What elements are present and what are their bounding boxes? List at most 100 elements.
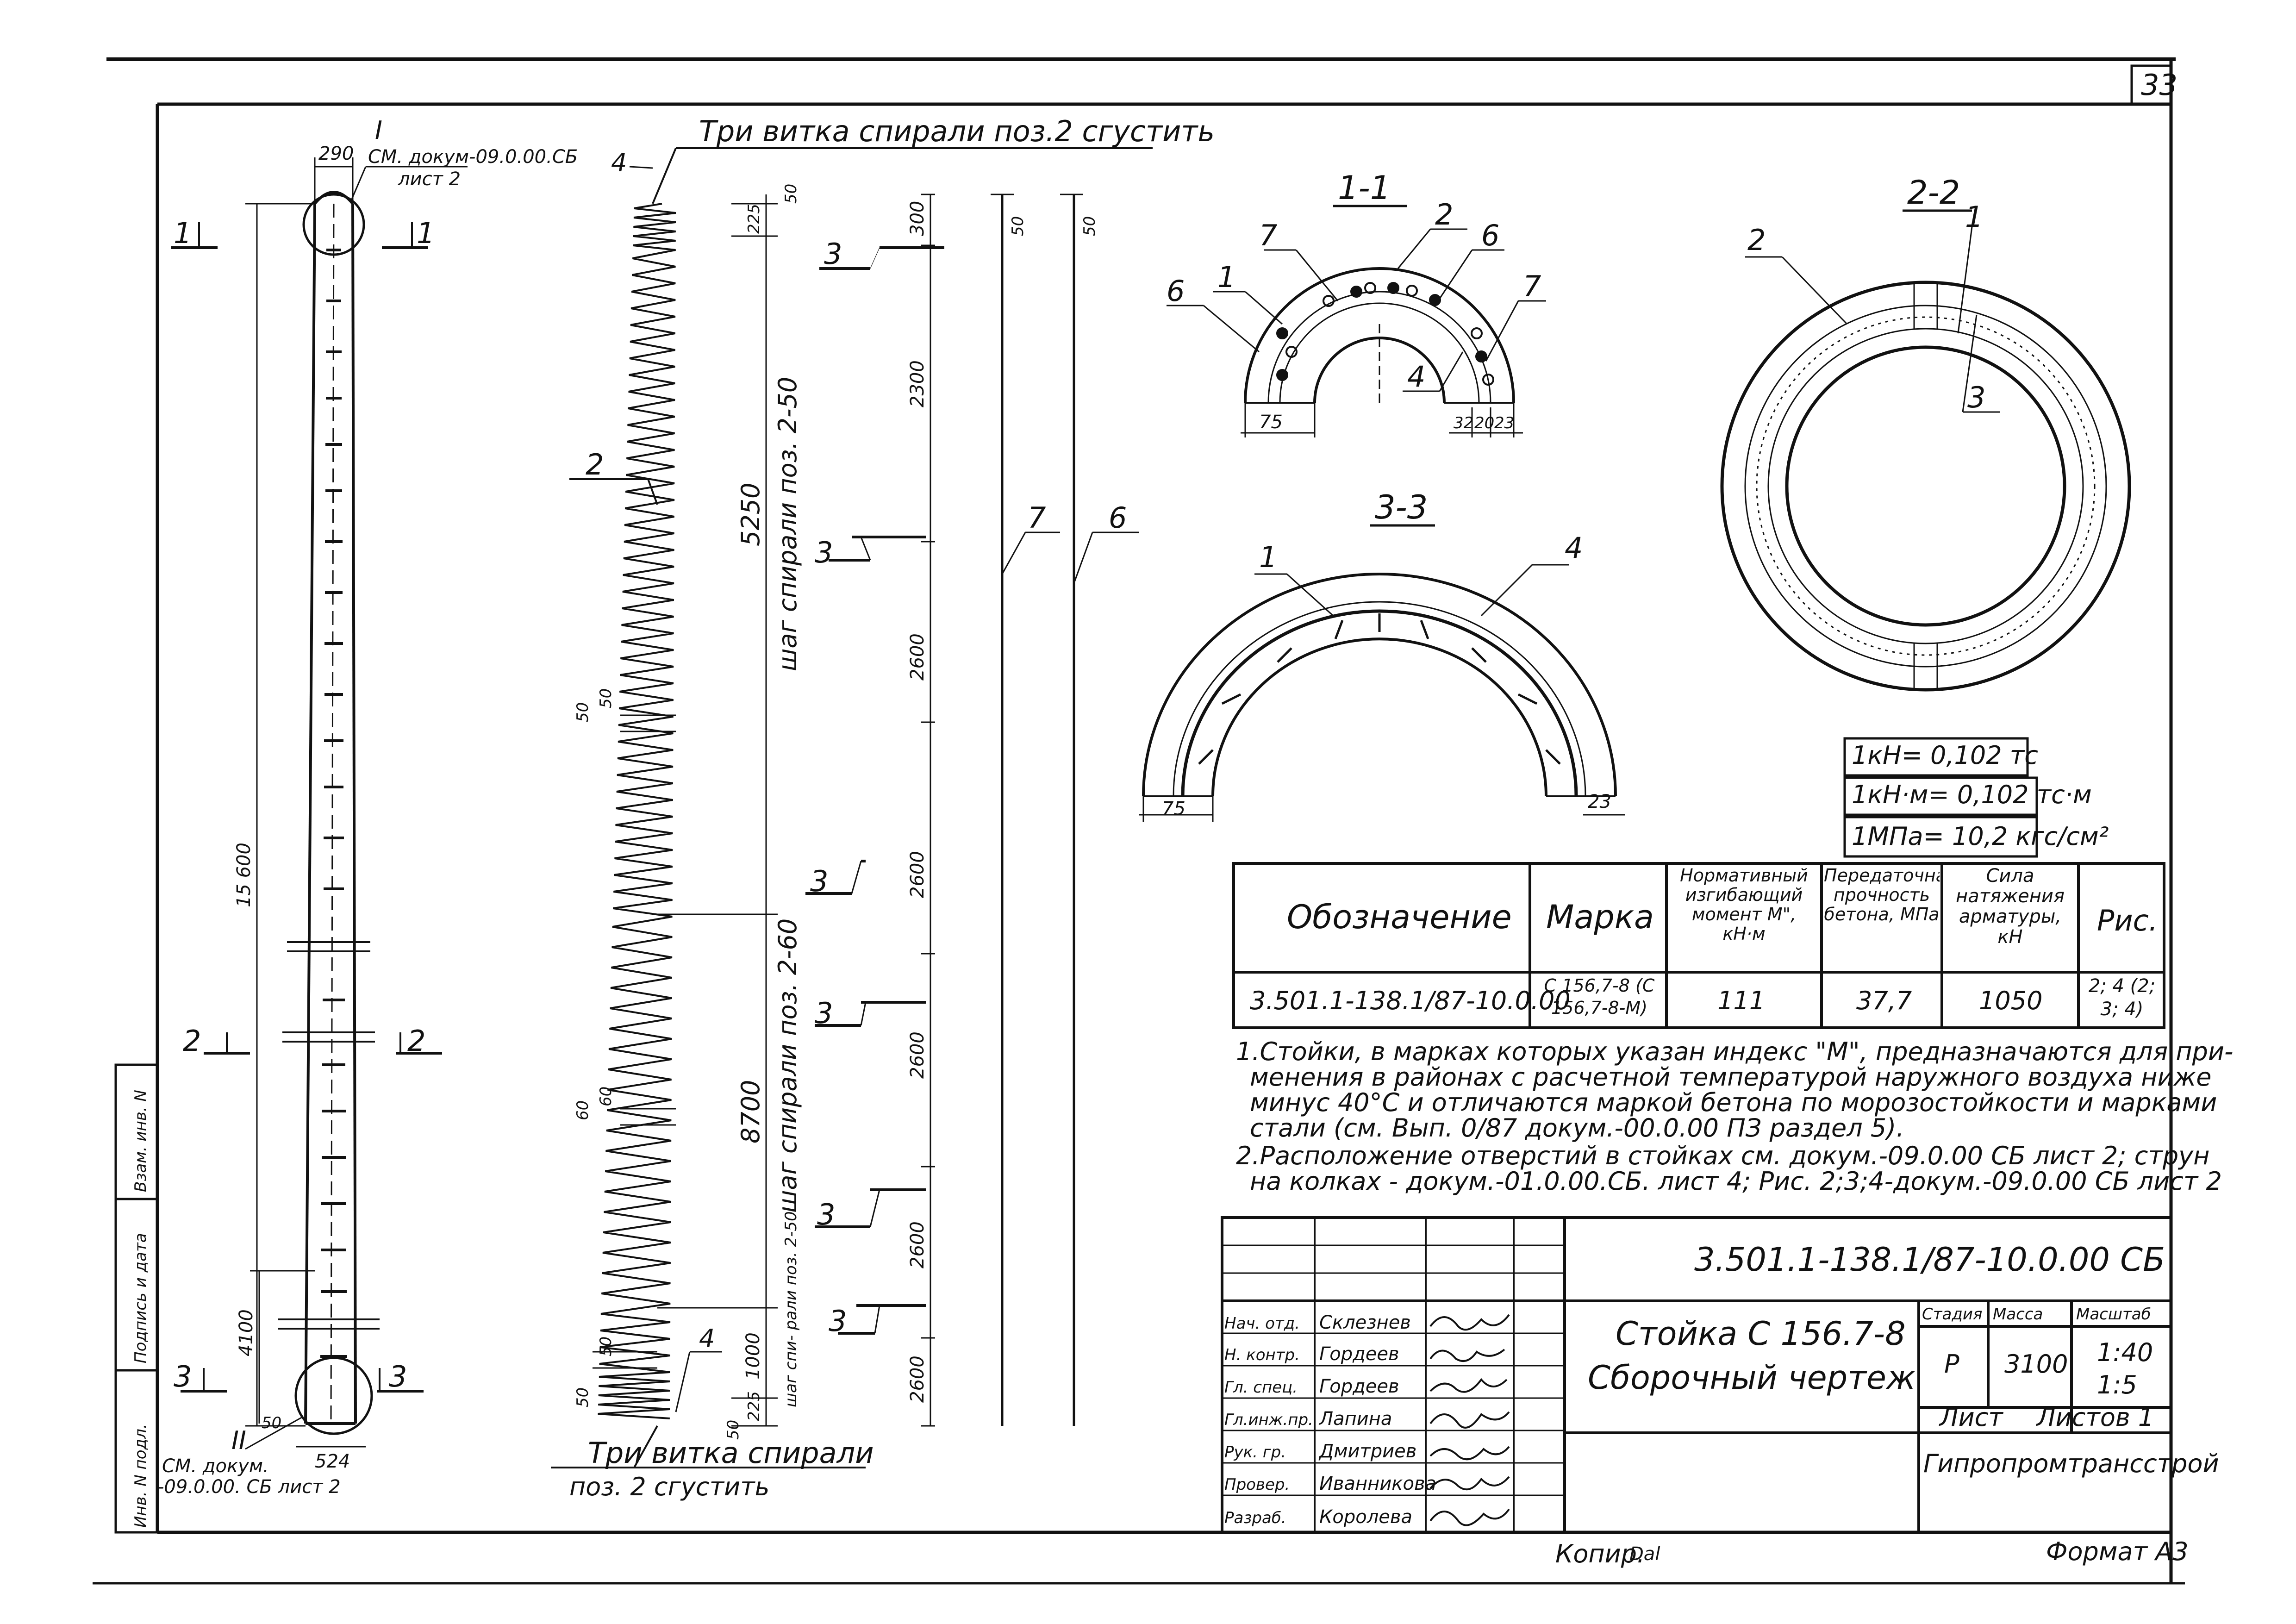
name-3: Лапина — [1318, 1408, 1392, 1430]
rebar-dim-300: 300 — [907, 201, 928, 236]
units-box — [1843, 737, 2038, 858]
rebar-dim-2600d: 2600 — [907, 1221, 928, 1268]
spec-header-strength-box: Передаточная прочность бетона, МПа — [1824, 866, 1940, 924]
section-11-bars — [1276, 282, 1494, 386]
section-22-label-3: 3 — [1967, 381, 1985, 414]
spiral-note-bottom: Три витка спирали — [588, 1436, 874, 1470]
role-6: Разраб. — [1224, 1509, 1286, 1527]
rebar-dim-2600b: 2600 — [907, 851, 928, 898]
spiral-dim-225a: 225 — [745, 204, 763, 234]
note-line-1: 1.Стойки, в марках которых указан индекс… — [1236, 1037, 2234, 1066]
section-11-label-6a: 6 — [1481, 219, 1499, 252]
name-0: Склезнев — [1319, 1312, 1411, 1333]
column-total-length: 15 600 — [233, 843, 255, 907]
section-11-label-2: 2 — [1435, 198, 1453, 231]
spiral-dim-8700: 8700 — [736, 1080, 765, 1143]
title-scale-1: 1:40 — [2097, 1338, 2153, 1367]
note-line-2: менения в районах с расчетной температур… — [1250, 1062, 2212, 1092]
title-scale-label: Масштаб — [2076, 1305, 2151, 1324]
spiral-label-4: 4 — [699, 1324, 715, 1353]
title-roles: Нач. отд. Н. контр. Гл. спец. Гл.инж.пр.… — [1224, 1314, 1313, 1527]
spec-cell-strength: 37,7 — [1856, 986, 1912, 1015]
rebar-dim-50-7: 50 — [1009, 216, 1027, 236]
section-11-label-6b: 6 — [1167, 274, 1185, 308]
title-stage-label: Стадия — [1922, 1305, 1982, 1324]
section-mark-3-left: 3 — [174, 1360, 192, 1393]
rebar-label-7: 7 — [1028, 501, 1046, 535]
node-top-ref: СМ. докум-09.0.00.СБ — [368, 146, 578, 168]
role-1: Н. контр. — [1224, 1346, 1300, 1364]
spec-cell-mark-box: С 156,7-8 (С 156,7-8-М) — [1544, 975, 1655, 1018]
node-top-mark: I — [375, 116, 382, 145]
section-22-drawing — [1720, 209, 2131, 692]
spiral-mark-50a: 50 — [574, 702, 592, 722]
title-line-1: Стойка С 156.7-8 — [1616, 1315, 1906, 1353]
section-11-dim-32: 32 — [1454, 414, 1473, 432]
column-elevation — [171, 157, 653, 1450]
rebar-dim-50-6: 50 — [1080, 216, 1099, 236]
side-stamp-sign: Подпись и дата — [131, 1233, 150, 1363]
spiral-pitch-mid: шаг спирали поз. 2-60 — [773, 918, 802, 1213]
spiral-mark-50d: 50 — [597, 1337, 615, 1356]
role-2: Гл. спец. — [1224, 1378, 1298, 1397]
spiral-mark-50c: 50 — [574, 1387, 592, 1407]
section-mark-2-right: 2 — [407, 1024, 425, 1058]
section-mark-2-left: 2 — [183, 1024, 201, 1058]
spiral-dim-5250: 5250 — [736, 483, 765, 546]
spec-header-designation: Обозначение — [1287, 898, 1512, 936]
spiral-mark-50b: 50 — [597, 688, 615, 708]
spiral-dim-50b: 50 — [724, 1420, 742, 1440]
rebar-label-3d: 3 — [815, 996, 833, 1030]
section-11-label-4: 4 — [1407, 360, 1425, 394]
title-scale-2: 1:5 — [2097, 1370, 2137, 1399]
section-mark-1-right: 1 — [417, 216, 435, 250]
spiral-pitch-bot: шаг спи- рали поз. 2-50 — [782, 1211, 800, 1407]
spec-cell-moment: 111 — [1717, 986, 1765, 1015]
spiral-pitch-top: шаг спирали поз. 2-50 — [773, 377, 802, 671]
section-11-label-1: 1 — [1217, 260, 1235, 294]
role-3: Гл.инж.пр. — [1224, 1411, 1313, 1429]
sheet-number: 33 — [2141, 68, 2177, 102]
role-0: Нач. отд. — [1224, 1314, 1300, 1333]
spec-header-fig: Рис. — [2097, 904, 2158, 937]
node-bottom-mark: II — [231, 1426, 246, 1455]
column-holes — [320, 249, 347, 1358]
unit-knm: 1кН·м= 0,102 тс·м — [1852, 780, 2092, 809]
name-2: Гордеев — [1319, 1376, 1399, 1397]
spec-header-tension-box: Сила натяжения арматуры, кН — [1956, 866, 2065, 947]
spec-cell-designation: 3.501.1-138.1/87-10.0.00 — [1250, 986, 1571, 1015]
rebar-label-3e: 3 — [817, 1198, 835, 1231]
name-6: Королева — [1319, 1506, 1412, 1528]
copy-label: Копир. — [1555, 1539, 1645, 1568]
section-22-title: 2-2 — [1907, 174, 1960, 212]
section-33-drawing — [1139, 524, 1625, 822]
note-line-3: минус 40°С и отличаются маркой бетона по… — [1250, 1088, 2217, 1117]
spec-cell-tension: 1050 — [1979, 986, 2042, 1015]
spec-cell-fig: 2; 4 (2; 3; 4) — [2088, 975, 2156, 1020]
section-11-dim-23: 23 — [1494, 414, 1514, 432]
node-bottom-ref: СМ. докум. — [162, 1455, 269, 1477]
unit-kn: 1кН= 0,102 тс — [1852, 741, 2038, 770]
sheet-frame — [93, 57, 2185, 1585]
spec-header-moment: Нормативный изгибающий момент М", кН·м — [1680, 866, 1808, 944]
side-stamp — [114, 1063, 159, 1534]
section-mark-1-left: 1 — [174, 216, 192, 250]
rebar-label-3c: 3 — [810, 864, 828, 898]
name-1: Гордеев — [1319, 1343, 1399, 1365]
spec-header-mark: Марка — [1546, 898, 1654, 936]
unit-mpa: 1МПа= 10,2 кгс/см² — [1852, 822, 2109, 851]
role-4: Рук. гр. — [1224, 1443, 1286, 1462]
role-5: Провер. — [1224, 1475, 1290, 1494]
column-bottom-offset: 50 — [262, 1414, 281, 1432]
column-top-width: 290 — [318, 143, 354, 164]
title-line-2: Сборочный чертеж — [1588, 1359, 1915, 1397]
spiral-note-bottom2: поз. 2 сгустить — [569, 1472, 769, 1501]
section-33-label-4: 4 — [1565, 531, 1583, 565]
rebar-dim-2300: 2300 — [907, 360, 928, 407]
rebar-label-3a: 3 — [824, 237, 842, 271]
section-11-label-7a: 7 — [1259, 219, 1277, 252]
section-33-title: 3-3 — [1375, 488, 1428, 526]
rebar-label-3b: 3 — [815, 536, 833, 569]
rebar-view — [805, 194, 1139, 1427]
rebar-dim-2600e: 2600 — [907, 1355, 928, 1403]
